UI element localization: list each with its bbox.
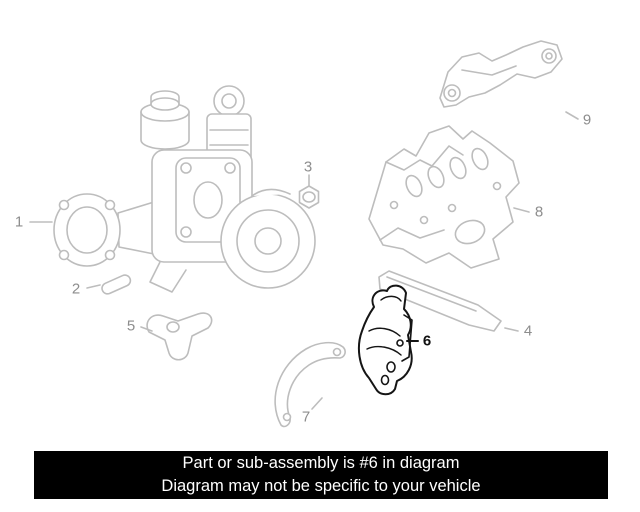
part-8-heat-shield-plate-drawing (368, 125, 520, 269)
part-7-support-arm-drawing (274, 341, 346, 428)
callout-leader-lines (29, 111, 579, 410)
callout-9: 9 (582, 111, 592, 129)
info-banner: Part or sub-assembly is #6 in diagram Di… (34, 451, 608, 499)
callout-8: 8 (534, 203, 544, 221)
banner-line-2: Diagram may not be specific to your vehi… (161, 477, 481, 495)
part-3-nut-drawing (298, 185, 320, 209)
part-9-upper-bracket-drawing (439, 40, 563, 108)
callout-6-highlighted: 6 (422, 332, 432, 350)
callout-7: 7 (301, 408, 311, 426)
banner-line-1: Part or sub-assembly is #6 in diagram (182, 454, 460, 472)
callout-5: 5 (126, 317, 136, 335)
callout-4: 4 (523, 322, 533, 340)
part-1-turbocharger-drawing (53, 85, 316, 293)
part-6-highlighted-part-drawing (357, 284, 413, 396)
callout-1: 1 (14, 213, 24, 231)
part-4-gasket-strip-drawing (378, 270, 502, 332)
callout-2: 2 (71, 280, 81, 298)
part-5-bracket-drawing (146, 312, 213, 361)
part-2-stud-drawing (101, 274, 132, 295)
callout-3: 3 (303, 158, 313, 176)
